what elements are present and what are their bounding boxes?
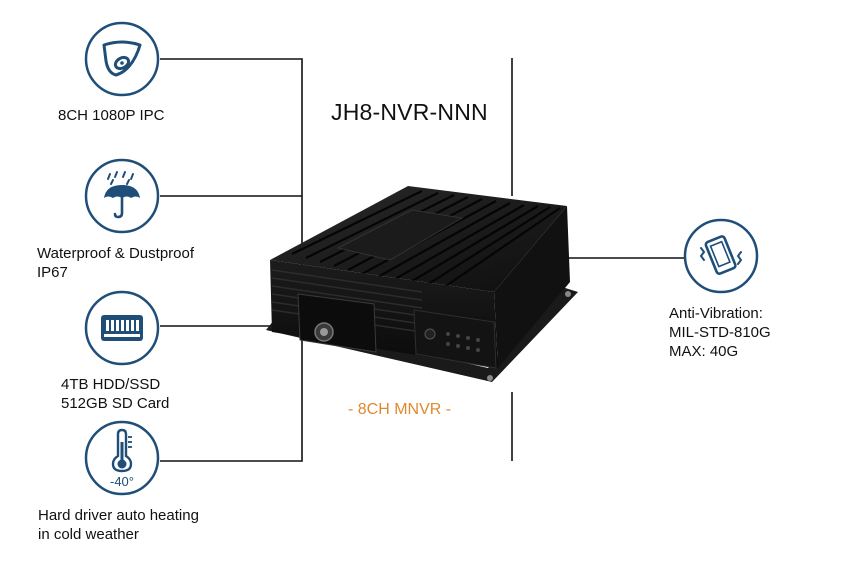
- feature-camera-line-1: 8CH 1080P IPC: [58, 107, 165, 124]
- vibrating-phone-icon: [683, 218, 759, 294]
- dome-camera-icon: [84, 21, 160, 97]
- feature-heating-text: Hard driver auto heating in cold weather: [38, 506, 199, 544]
- feature-heating-line-1: Hard driver auto heating: [38, 507, 199, 524]
- feature-waterproof-line-1: Waterproof & Dustproof: [37, 245, 195, 262]
- feature-storage-line-1: 4TB HDD/SSD: [61, 376, 161, 393]
- hard-drive-icon: [84, 290, 160, 366]
- feature-camera-text: 8CH 1080P IPC: [58, 106, 164, 125]
- model-title: JH8-NVR-NNN: [331, 99, 488, 125]
- thermometer-icon: -40°: [84, 420, 160, 496]
- thermometer-temp-label: -40°: [110, 474, 134, 489]
- feature-waterproof-text: Waterproof & Dustproof IP67: [37, 244, 194, 282]
- umbrella-rain-icon: [84, 158, 160, 234]
- feature-heating-line-2: in cold weather: [38, 526, 139, 543]
- product-subtitle: - 8CH MNVR -: [348, 401, 452, 418]
- feature-vibration-line-2: MIL-STD-810G: [669, 324, 771, 341]
- mnvr-device-image: [266, 186, 578, 382]
- feature-storage-text: 4TB HDD/SSD 512GB SD Card: [61, 375, 169, 413]
- feature-vibration-text: Anti-Vibration: MIL-STD-810G MAX: 40G: [669, 304, 771, 361]
- feature-storage-line-2: 512GB SD Card: [61, 395, 170, 412]
- feature-waterproof-line-2: IP67: [37, 264, 68, 281]
- feature-vibration-line-1: Anti-Vibration:: [669, 305, 763, 322]
- feature-vibration-line-3: MAX: 40G: [669, 343, 739, 360]
